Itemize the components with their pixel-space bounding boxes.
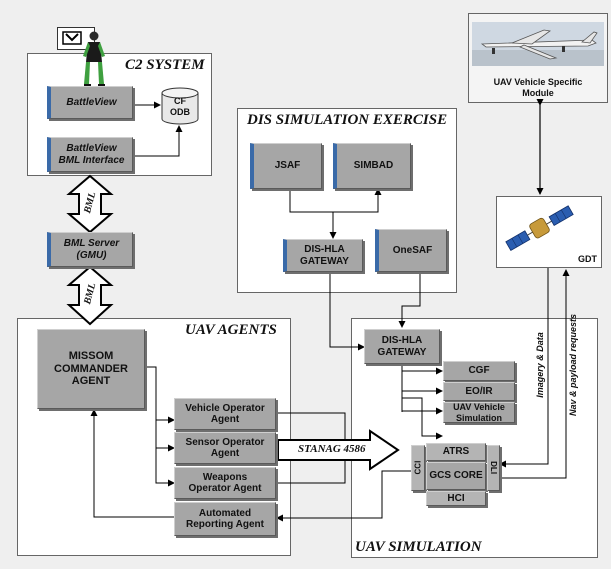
atrs-box[interactable]: ATRS <box>426 443 486 461</box>
satellite-icon <box>505 205 574 252</box>
weapons-line2: Operator Agent <box>188 483 262 494</box>
battleview-label: BattleView <box>66 96 117 108</box>
gdt-label: GDT <box>578 254 597 264</box>
commander-line3: AGENT <box>71 375 111 388</box>
cf-odb-database-icon <box>161 87 199 125</box>
vehicle-line2: Agent <box>210 414 240 425</box>
gcs-core-box[interactable]: GCS CORE <box>426 462 486 490</box>
cf-odb-line1: CF <box>174 96 186 106</box>
jsaf-label: JSAF <box>274 160 301 172</box>
uav-sim-line1: UAV Vehicle <box>453 402 505 413</box>
dli-label: DLI <box>489 461 499 475</box>
sensor-operator-agent-box[interactable]: Sensor Operator Agent <box>174 432 276 464</box>
automated-reporting-agent-box[interactable]: Automated Reporting Agent <box>174 502 276 536</box>
uav-agents-title: UAV AGENTS <box>185 322 277 338</box>
uav-vehicle-simulation-box[interactable]: UAV Vehicle Simulation <box>443 402 515 423</box>
vehicle-operator-agent-box[interactable]: Vehicle Operator Agent <box>174 398 276 430</box>
dli-box[interactable]: DLI <box>487 445 500 491</box>
sim-gateway-line1: DIS-HLA <box>381 335 423 346</box>
hci-box[interactable]: HCI <box>426 491 486 506</box>
mission-commander-agent-box[interactable]: MISSOM COMMANDER AGENT <box>37 329 145 409</box>
bml-server-box[interactable]: BML Server (GMU) <box>47 232 133 267</box>
sensor-line2: Agent <box>210 448 240 459</box>
commander-line1: MISSOM <box>68 350 114 363</box>
dis-gateway-line2: GATEWAY <box>300 255 349 267</box>
onesaf-box[interactable]: OneSAF <box>375 229 447 272</box>
eo-ir-label: EO/IR <box>465 385 493 397</box>
dis-gateway-line1: DIS-HLA <box>304 244 345 255</box>
vehicle-line1: Vehicle Operator <box>185 402 265 414</box>
nav-payload-label: Nav & payload requests <box>568 313 578 417</box>
weapons-line1: Weapons <box>202 471 248 483</box>
onesaf-label: OneSAF <box>392 244 433 256</box>
bml-server-line2: (GMU) <box>76 249 107 261</box>
battleview-bml-line1: BattleView <box>66 143 117 154</box>
uav-module-line2: Module <box>522 88 554 98</box>
eo-ir-box[interactable]: EO/IR <box>443 382 515 401</box>
dis-hla-gateway-box[interactable]: DIS-HLA GATEWAY <box>283 239 363 272</box>
simbad-label: SIMBAD <box>353 160 394 172</box>
cci-label: CCI <box>413 461 423 475</box>
bml-server-line1: BML Server <box>63 238 120 249</box>
jsaf-box[interactable]: JSAF <box>250 143 322 189</box>
sim-dis-hla-gateway-box[interactable]: DIS-HLA GATEWAY <box>364 329 440 364</box>
cgf-box[interactable]: CGF <box>443 361 515 381</box>
imagery-data-label: Imagery & Data <box>535 332 545 398</box>
cf-odb-line2: ODB <box>170 107 190 117</box>
sensor-line1: Sensor Operator <box>185 436 265 448</box>
gcs-core-label: GCS CORE <box>429 470 483 482</box>
battleview-box[interactable]: BattleView <box>47 86 133 119</box>
dis-exercise-title: DIS SIMULATION EXERCISE <box>247 112 448 128</box>
uav-sim-line2: Simulation <box>455 412 502 423</box>
chevron-flag-icon <box>62 31 82 45</box>
sim-gateway-line2: GATEWAY <box>377 346 427 358</box>
weapons-operator-agent-box[interactable]: Weapons Operator Agent <box>174 467 276 499</box>
cgf-label: CGF <box>468 365 490 377</box>
stanag-label: STANAG 4586 <box>298 443 366 455</box>
c2-system-title: C2 SYSTEM <box>125 57 205 73</box>
uav-module-line1: UAV Vehicle Specific <box>493 77 583 87</box>
uav-aircraft-image <box>472 22 604 66</box>
hci-label: HCI <box>447 492 465 504</box>
reporting-line1: Automated <box>198 507 252 519</box>
atrs-label: ATRS <box>442 446 470 458</box>
commander-line2: COMMANDER <box>54 362 128 375</box>
uav-simulation-title: UAV SIMULATION <box>355 539 482 555</box>
battleview-bml-line2: BML Interface <box>58 154 125 166</box>
reporting-line2: Reporting Agent <box>186 519 264 530</box>
soldier-icon <box>83 31 105 87</box>
battleview-bml-interface-box[interactable]: BattleView BML Interface <box>47 137 133 172</box>
simbad-box[interactable]: SIMBAD <box>333 143 411 189</box>
cci-box[interactable]: CCI <box>411 445 425 491</box>
